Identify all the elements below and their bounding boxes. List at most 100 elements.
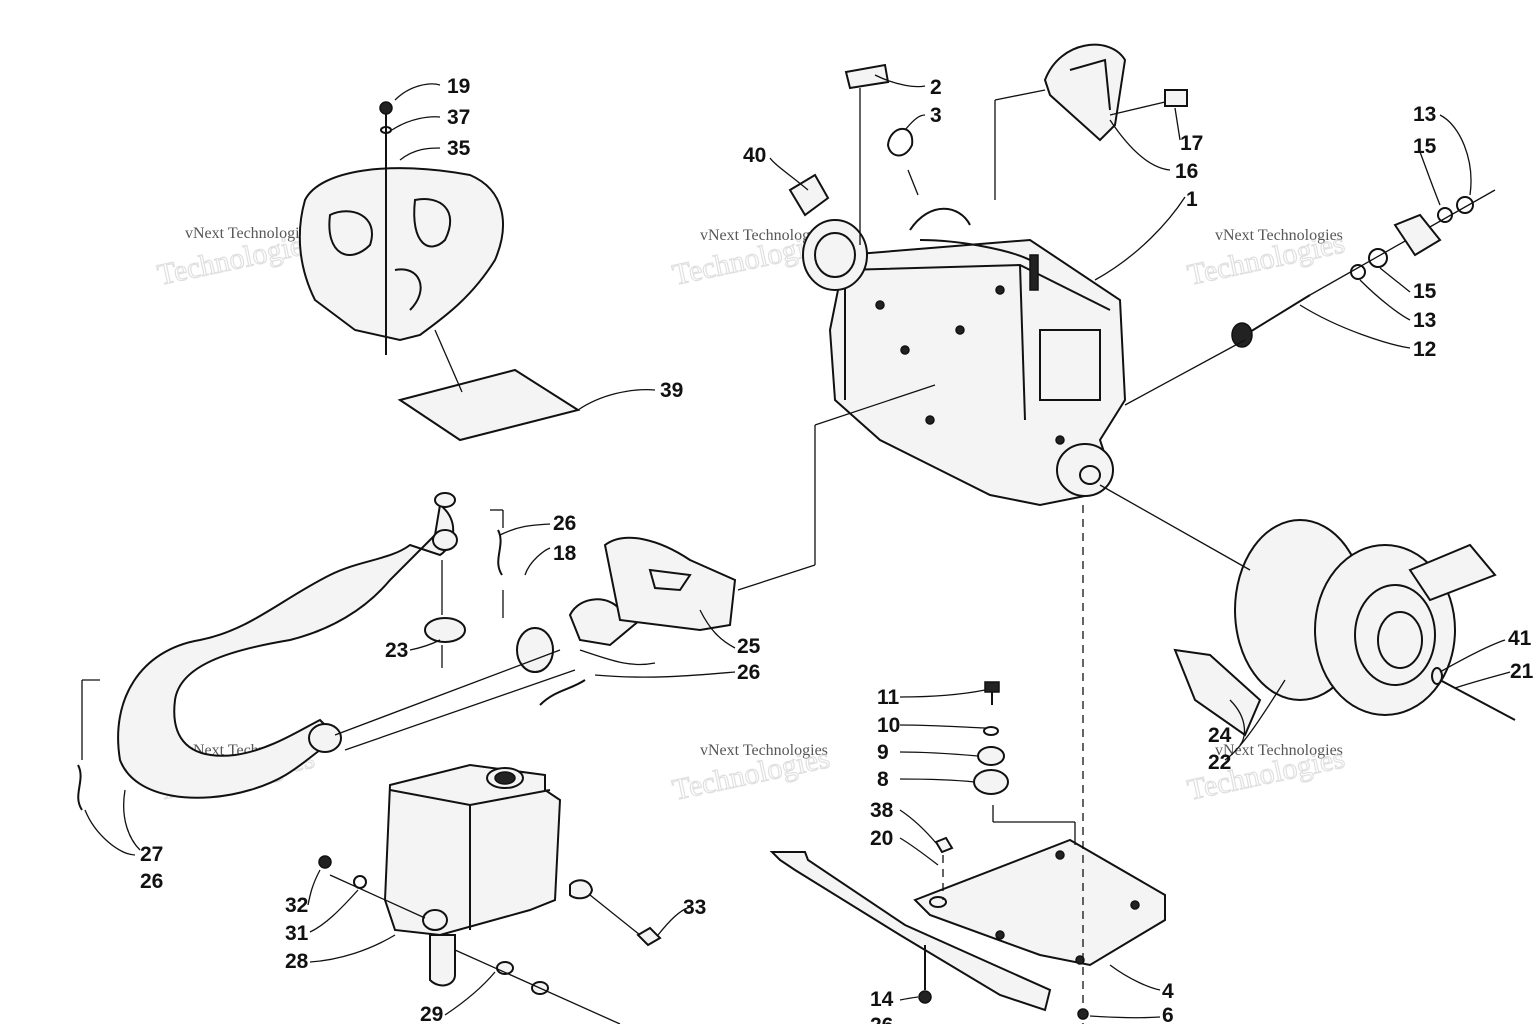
callout-number: 29 [420, 1003, 443, 1024]
callout-number: 12 [1413, 338, 1436, 361]
fuel-line [909, 207, 971, 231]
screw-icon [918, 990, 932, 1004]
grommet-icon [569, 879, 594, 900]
engine-assembly [788, 43, 1188, 507]
washer-icon [353, 875, 367, 889]
callout-number: 15 [1413, 135, 1437, 158]
grommet-icon [424, 617, 466, 643]
air-silencer-assembly [298, 101, 581, 442]
clutch-bolt [1439, 679, 1516, 721]
exhaust-outlet [308, 723, 342, 753]
tank-grommet [422, 909, 448, 931]
callout-number: 2 [930, 76, 942, 99]
mount-rail [769, 851, 1052, 1012]
oil-tank [383, 763, 562, 937]
air-silencer-part [298, 167, 504, 342]
callout-number: 28 [285, 950, 309, 973]
decal-sheet [397, 368, 581, 442]
spring-icon [539, 679, 586, 706]
nut-icon [934, 836, 954, 854]
callout-number: 3 [930, 104, 942, 127]
callout-number: 39 [660, 379, 683, 402]
junction-block [788, 173, 830, 217]
spring-icon [497, 529, 503, 576]
callout-number: 27 [140, 843, 163, 866]
tank-neck [429, 934, 456, 987]
screw-icon [379, 101, 393, 115]
engine-plate [913, 838, 1166, 967]
callout-number: 22 [1208, 751, 1231, 774]
engine-plate-assembly [769, 505, 1166, 1024]
callout-number: 33 [683, 896, 706, 919]
washer-icon [1437, 207, 1453, 223]
washer-icon [1350, 264, 1366, 280]
nut-icon [636, 926, 662, 947]
clamp-icon [886, 127, 914, 157]
long-bolt [1244, 294, 1311, 336]
exhaust-pipe [117, 503, 455, 799]
watermark-text: vNext Technologies [700, 742, 828, 759]
callout-labels: 19 37 35 39 2 3 40 17 16 1 13 15 15 13 1… [140, 75, 1534, 1024]
callout-number: 41 [1508, 627, 1532, 650]
callout-number: 32 [285, 894, 308, 917]
callout-number: 8 [877, 768, 889, 791]
nut-icon [1077, 1008, 1089, 1020]
seal-ring [516, 627, 554, 673]
exhaust-assembly [77, 384, 936, 811]
watermark-text: vNext Technologies [1215, 742, 1343, 759]
tank-assembly [318, 763, 662, 1024]
mount-bushing [977, 746, 1005, 766]
callout-number: 40 [743, 144, 766, 167]
callout-number: 35 [447, 137, 471, 160]
callout-number: 38 [870, 799, 894, 822]
callout-number: 11 [877, 686, 900, 709]
callout-number: 20 [870, 827, 893, 850]
callout-number: 9 [877, 741, 889, 764]
drive-clutch-assembly [1099, 189, 1516, 737]
washer-icon [1368, 248, 1388, 268]
exhaust-manifold [603, 536, 737, 632]
exhaust-coupler [568, 598, 642, 647]
engine-block [828, 238, 1127, 507]
callout-number: 24 [1208, 724, 1232, 747]
spring-icon [77, 764, 83, 811]
nut-icon [1456, 196, 1474, 214]
screw-icon [318, 855, 332, 869]
callout-number: 10 [877, 714, 900, 737]
callout-number: 21 [1510, 660, 1534, 683]
intake-flange [802, 219, 868, 291]
callout-number: 6 [1162, 1004, 1174, 1024]
callout-number: 13 [1413, 309, 1436, 332]
washer-icon [380, 126, 392, 134]
callout-number: 1 [1186, 188, 1198, 211]
clip-part [1164, 89, 1188, 107]
callout-number: 23 [385, 639, 408, 662]
bolt-head-icon [984, 681, 1000, 693]
mount-bracket [1043, 43, 1127, 142]
callout-number: 26 [870, 1014, 893, 1024]
callout-number: 15 [1413, 280, 1437, 303]
callout-number: 26 [553, 512, 576, 535]
drive-belt [1173, 648, 1262, 737]
callout-number: 4 [1162, 980, 1174, 1003]
callout-number: 31 [285, 922, 309, 945]
callout-number: 26 [140, 870, 163, 893]
callout-number: 16 [1175, 160, 1198, 183]
leader-lines [84, 74, 1511, 1019]
callout-number: 19 [447, 75, 470, 98]
callout-number: 37 [447, 106, 470, 129]
clutch-cover [1314, 544, 1456, 716]
callout-number: 26 [737, 661, 760, 684]
engine-crankshaft-end [1056, 443, 1114, 497]
callout-number: 13 [1413, 103, 1436, 126]
callout-number: 18 [553, 542, 577, 565]
watermark-text: vNext Technologies [185, 225, 313, 242]
watermark-text: vNext Technologies [700, 227, 828, 244]
washer-icon [983, 726, 999, 736]
callout-number: 14 [870, 988, 894, 1011]
decal-label [844, 63, 890, 90]
watermark-text: vNext Technologies [1215, 227, 1343, 244]
mount-isolator [973, 769, 1009, 795]
callout-number: 25 [737, 635, 761, 658]
